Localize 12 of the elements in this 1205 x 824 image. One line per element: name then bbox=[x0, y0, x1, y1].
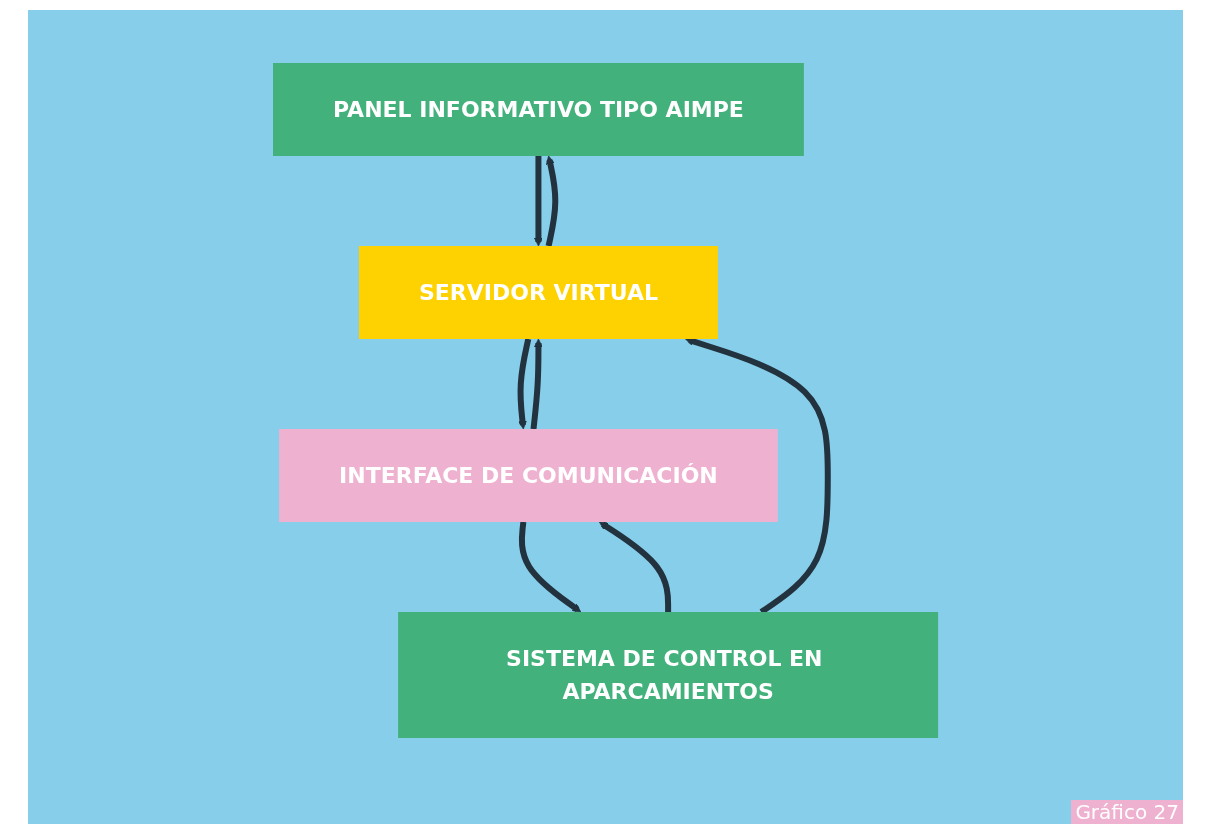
arrow bbox=[517, 337, 532, 429]
node-box: SERVIDOR VIRTUAL bbox=[358, 245, 718, 339]
arrow bbox=[685, 336, 831, 614]
node-box: PANEL INFORMATIVO TIPO AIMPE bbox=[272, 62, 804, 156]
node-box: SISTEMA DE CONTROL EN APARCAMIENTOS bbox=[398, 611, 939, 738]
arrow bbox=[545, 155, 559, 247]
arrow bbox=[530, 338, 543, 429]
arrow bbox=[533, 155, 543, 246]
caption: Gráfico 27 bbox=[1071, 800, 1183, 824]
node-box: INTERFACE DE COMUNICACIÓN bbox=[279, 428, 778, 522]
arrow bbox=[518, 521, 582, 612]
arrow bbox=[598, 521, 672, 612]
